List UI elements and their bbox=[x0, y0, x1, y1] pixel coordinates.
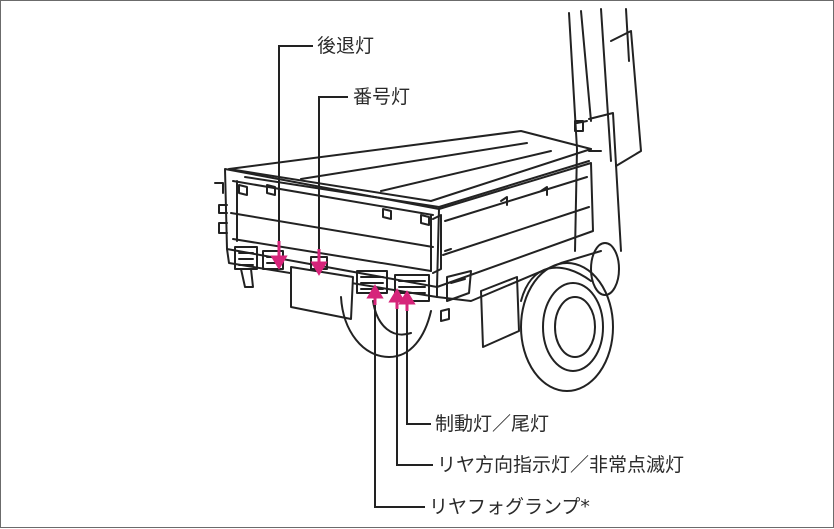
front-wheel bbox=[590, 242, 620, 296]
callout-arrows bbox=[270, 241, 416, 311]
rear-gate bbox=[214, 168, 440, 288]
rear-turn-hazard-lamp-label: リヤ方向指示灯／非常点滅灯 bbox=[437, 454, 685, 476]
license-plate bbox=[290, 266, 354, 320]
leader-lines bbox=[278, 45, 433, 508]
brake-tail-lamp-label: 制動灯／尾灯 bbox=[435, 413, 550, 435]
cargo-bed-top bbox=[228, 130, 592, 208]
rear-wheel-near bbox=[520, 262, 614, 392]
reverse-lamp-label: 後退灯 bbox=[317, 35, 375, 57]
rear-fog-lamp-label: リヤフォグランプ* bbox=[429, 496, 590, 518]
license-plate-lamp-label: 番号灯 bbox=[353, 86, 411, 108]
mudflap bbox=[480, 276, 520, 348]
cab-headboard bbox=[568, 8, 642, 252]
side-gate bbox=[432, 162, 594, 288]
rear-wheel-far bbox=[340, 296, 432, 358]
